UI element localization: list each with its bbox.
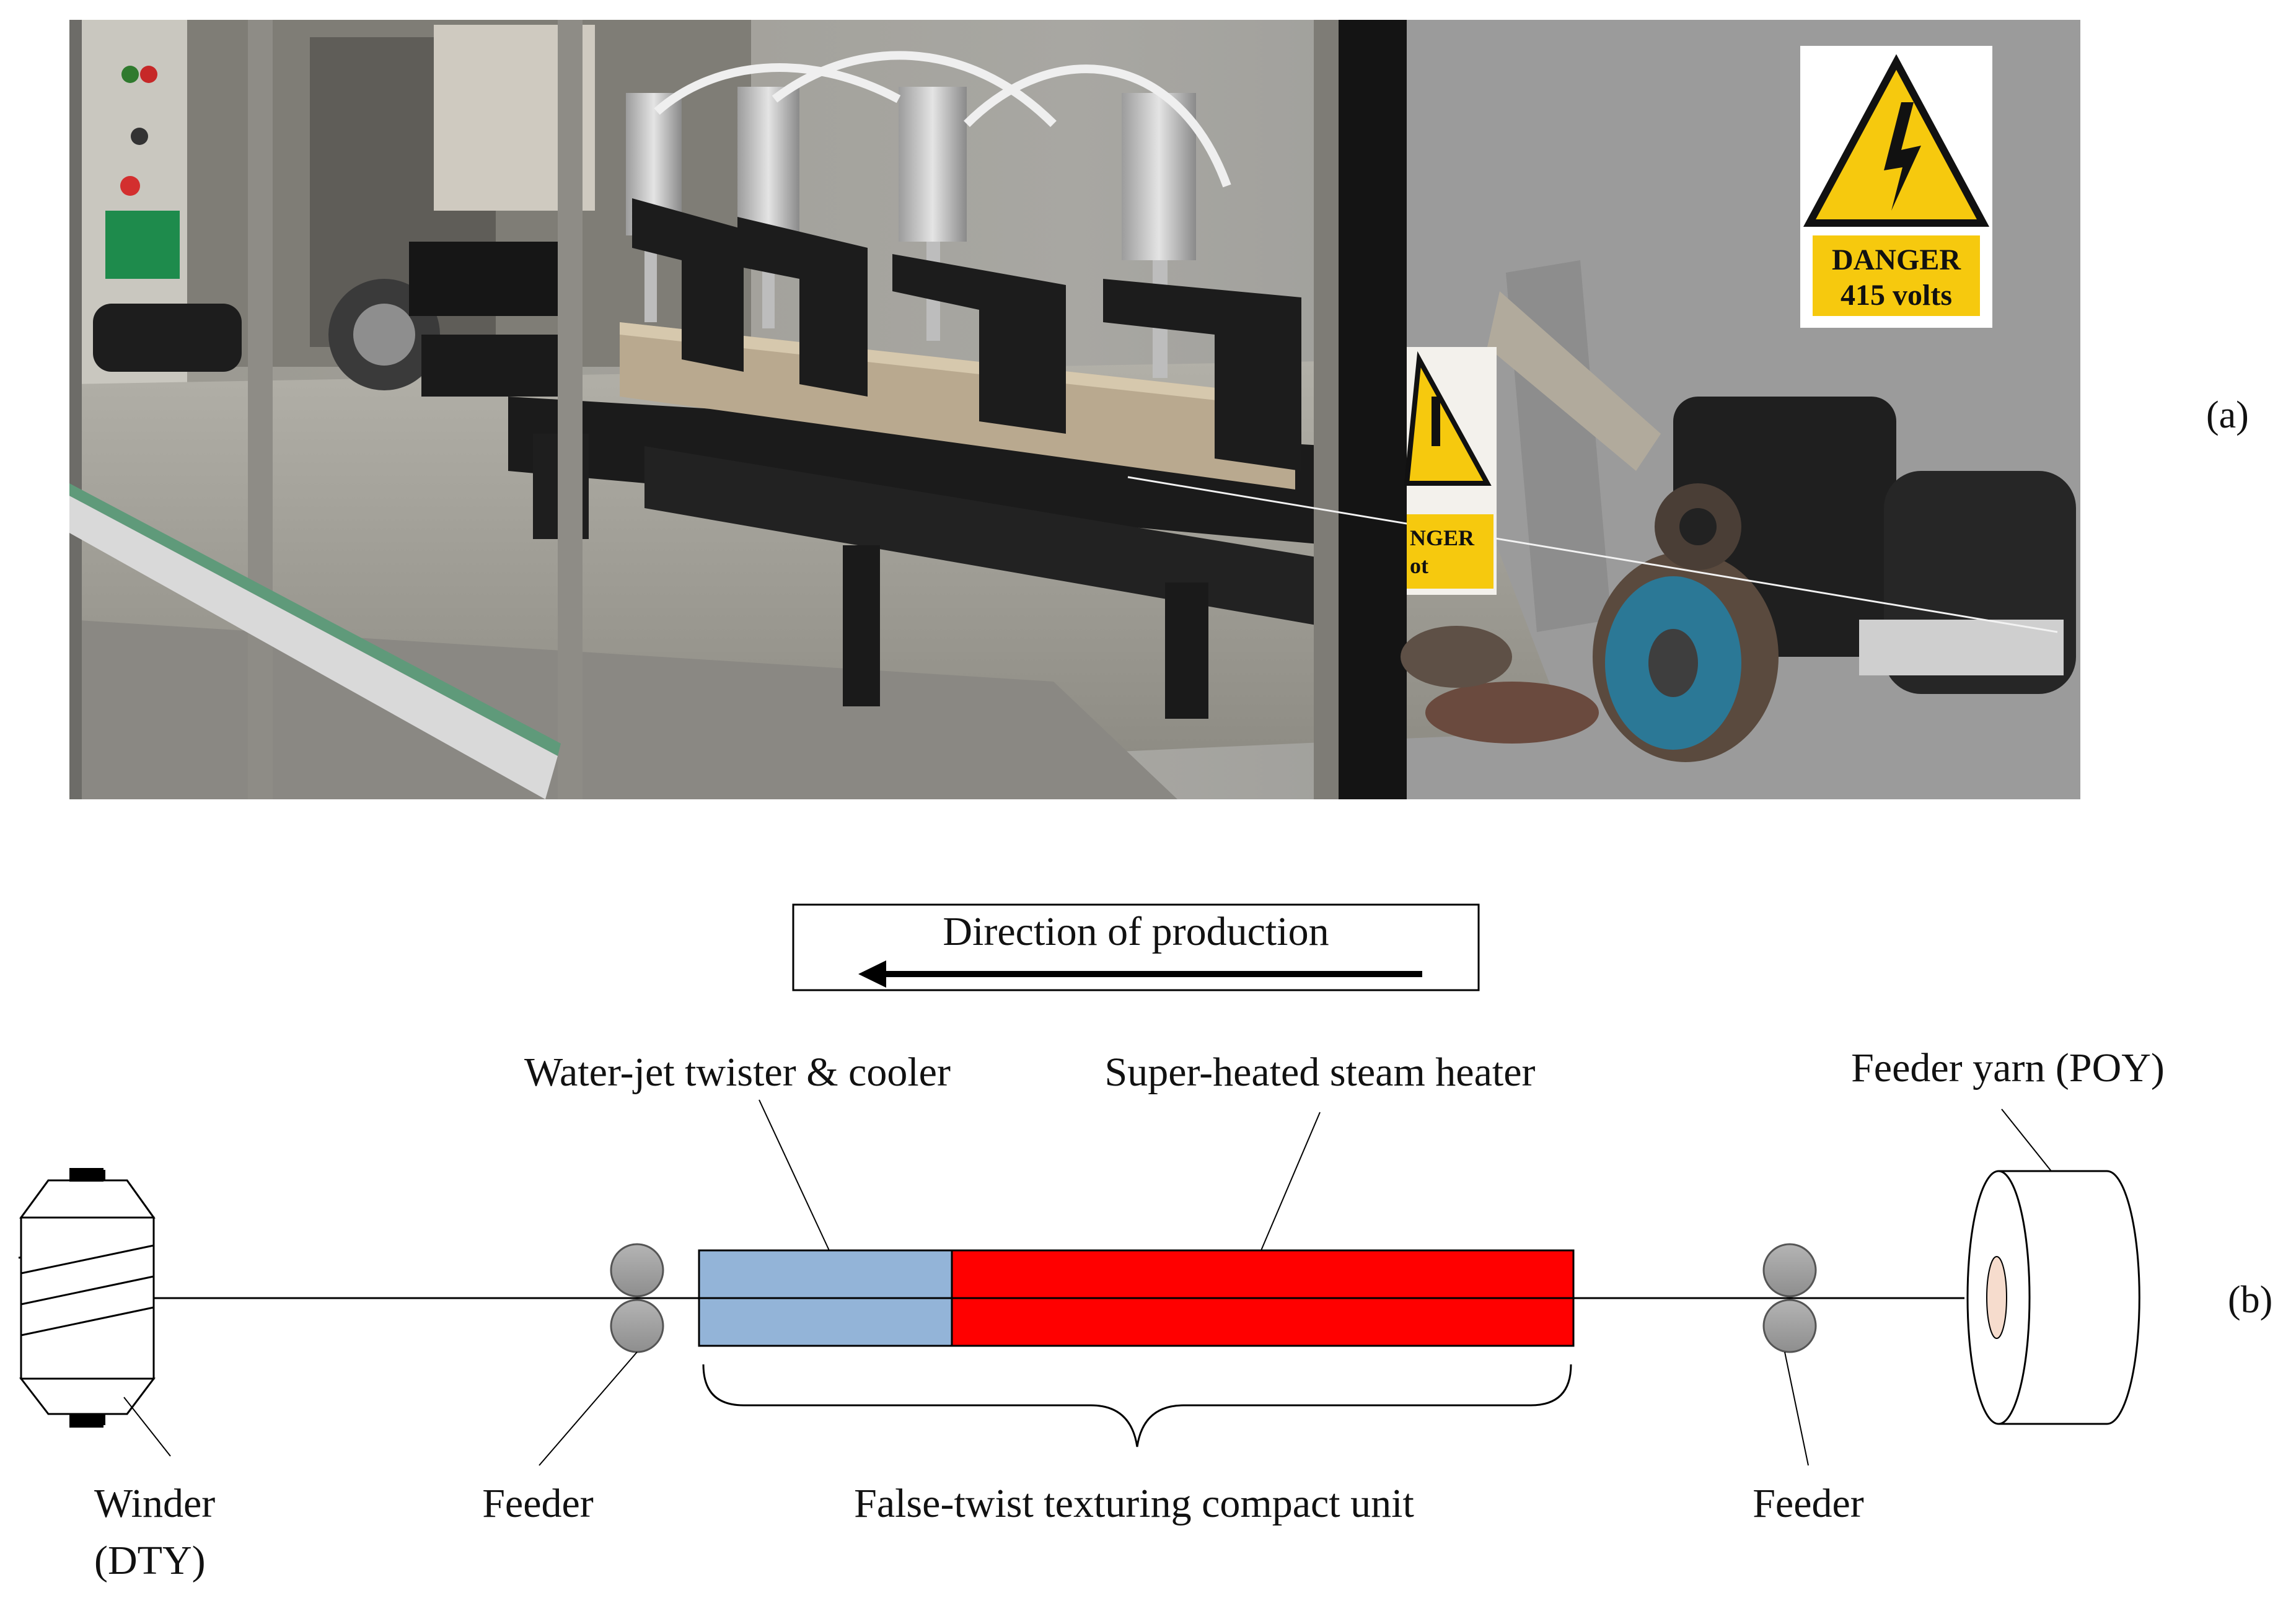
leader-feeder-yarn [2001,1109,2052,1172]
direction-box: Direction of production [792,903,1480,991]
hot-sign: NGER ot [1404,347,1497,595]
label-feeder-yarn: Feeder yarn (POY) [1851,1045,2165,1091]
direction-label: Direction of production [943,909,1329,954]
leader-winder [123,1397,171,1457]
machine-photo: DANGER 415 volts NGER ot [69,20,2080,799]
panel-a-label: (a) [2206,394,2249,436]
label-winder-line1: Winder [94,1481,215,1526]
label-feeder-right: Feeder [1753,1481,1864,1526]
leader-steam-heater [1260,1112,1321,1251]
compact-unit-brace [702,1364,1572,1447]
feeder-right-rollers [1762,1243,1817,1353]
arrow-head-icon [858,960,886,988]
leader-feeder-left [539,1351,638,1466]
feeder-left-rollers [610,1243,664,1353]
winder-icon [18,1168,156,1428]
leader-feeder-right [1784,1351,1809,1466]
hot-sign-line2: ot [1410,553,1428,578]
schematic: Direction of production [18,903,2165,1583]
label-feeder-left: Feeder [482,1481,594,1526]
leader-water-jet [759,1099,830,1251]
danger-sign: DANGER 415 volts [1800,46,1992,328]
danger-sign-line1: DANGER [1832,244,1961,276]
label-compact-unit: False-twist texturing compact unit [854,1481,1414,1526]
label-steam-heater: Super-heated steam heater [1105,1050,1536,1095]
label-water-jet: Water-jet twister & cooler [524,1050,951,1095]
label-winder-line2: (DTY) [94,1538,206,1583]
bobbin-icon [1966,1170,2140,1425]
hot-sign-line1: NGER [1410,525,1475,550]
panel-b-label: (b) [2228,1279,2272,1321]
danger-sign-line2: 415 volts [1841,279,1952,312]
